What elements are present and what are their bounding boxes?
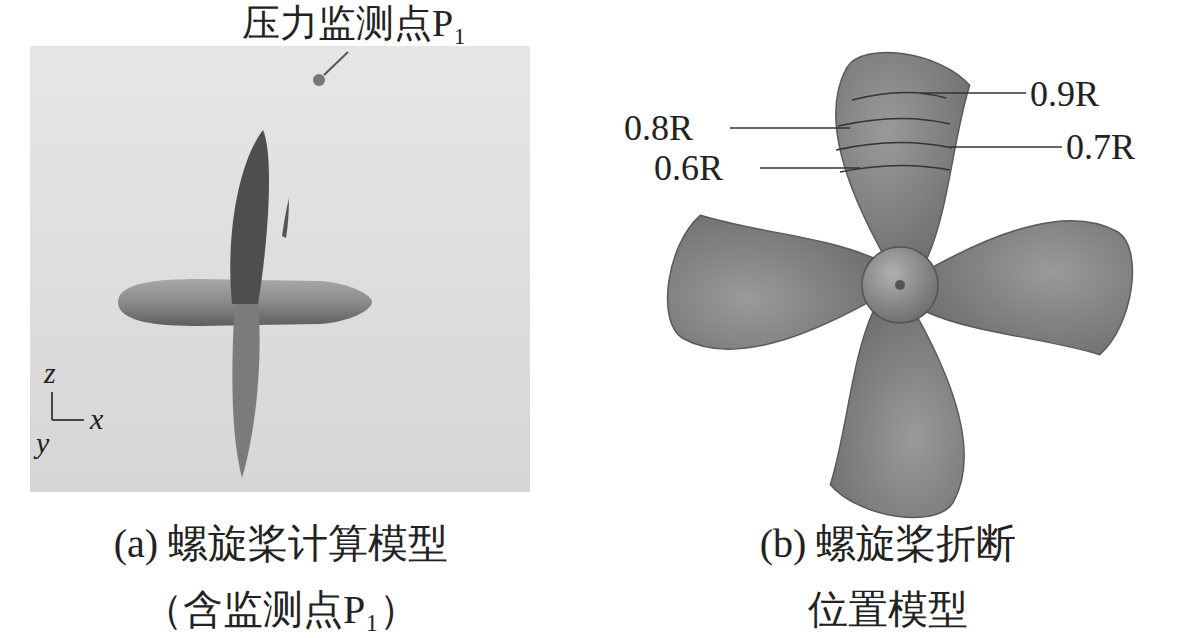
leader-line bbox=[920, 92, 1026, 94]
radius-label: 0.8R bbox=[624, 110, 693, 146]
axis-line bbox=[51, 392, 53, 420]
hub-center bbox=[895, 280, 905, 290]
radius-label: 0.7R bbox=[1066, 129, 1135, 165]
caption-line: 位置模型 bbox=[808, 590, 968, 630]
render-background bbox=[30, 46, 530, 492]
propeller-blade bbox=[824, 48, 972, 259]
leader-line bbox=[730, 127, 850, 129]
propeller-blade bbox=[925, 209, 1136, 357]
axis-label: x bbox=[90, 404, 103, 434]
radius-label: 0.9R bbox=[1030, 76, 1099, 112]
caption-line: (a) 螺旋桨计算模型 bbox=[114, 524, 448, 564]
axis-label: y bbox=[36, 428, 49, 458]
blade-edge bbox=[282, 198, 289, 238]
caption-line: (b) 螺旋桨折断 bbox=[760, 524, 1017, 564]
fracture-line bbox=[836, 142, 952, 150]
propeller-blade bbox=[828, 310, 976, 521]
monitor-label: 压力监测点P₁ bbox=[242, 4, 466, 42]
leader-line bbox=[324, 52, 348, 75]
propeller-blade bbox=[663, 213, 874, 361]
axis-line bbox=[52, 419, 84, 421]
radius-label: 0.6R bbox=[654, 150, 723, 186]
leader-line bbox=[950, 146, 1062, 148]
leader-line bbox=[760, 167, 860, 169]
propeller-hub bbox=[862, 247, 938, 323]
fracture-line bbox=[838, 118, 950, 126]
blade-side bbox=[230, 130, 269, 304]
axis-label: z bbox=[44, 358, 56, 388]
monitor-point bbox=[313, 74, 325, 86]
caption-line: （含监测点P₁） bbox=[143, 590, 419, 630]
blade-side bbox=[232, 300, 259, 478]
